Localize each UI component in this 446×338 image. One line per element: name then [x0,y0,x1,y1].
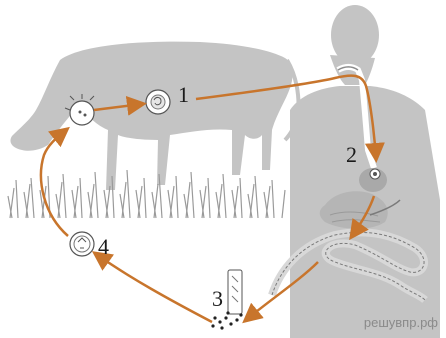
egg-with-embryo [70,232,94,256]
cow-silhouette [10,42,298,190]
arrow-eggs-to-egg [96,254,212,322]
stage-label-4: 4 [98,236,109,258]
cysticercus-in-muscle [146,90,170,114]
watermark: решувпр.рф [364,315,438,330]
stage-label-2: 2 [346,144,357,166]
stage-label-3: 3 [212,288,223,310]
stage-label-1: 1 [178,84,189,106]
scolex-in-intestine [370,169,380,179]
